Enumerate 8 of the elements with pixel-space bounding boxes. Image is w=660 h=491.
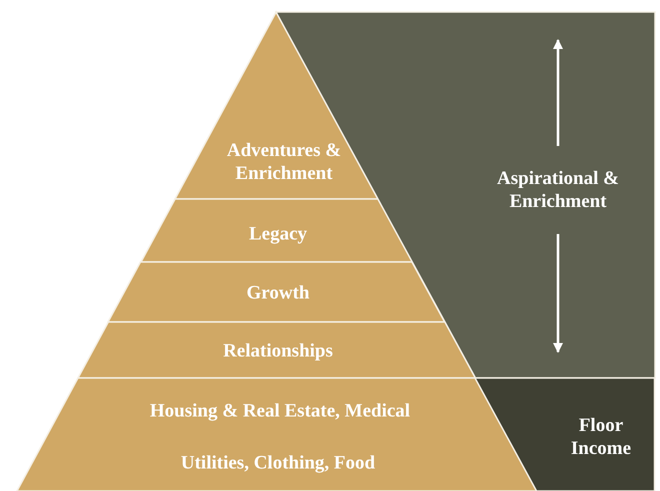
tier-label: Adventures & Enrichment	[226, 139, 342, 185]
tier-label: Housing & Real Estate, Medical	[148, 400, 412, 422]
region-label: Aspirational & Enrichment	[496, 167, 620, 213]
tier-label: Growth	[245, 282, 310, 304]
tier-label: Legacy	[248, 222, 308, 246]
region-label: Floor Income	[570, 414, 632, 460]
tier-label: Utilities, Clothing, Food	[180, 452, 376, 474]
tier-label: Relationships	[222, 340, 334, 362]
